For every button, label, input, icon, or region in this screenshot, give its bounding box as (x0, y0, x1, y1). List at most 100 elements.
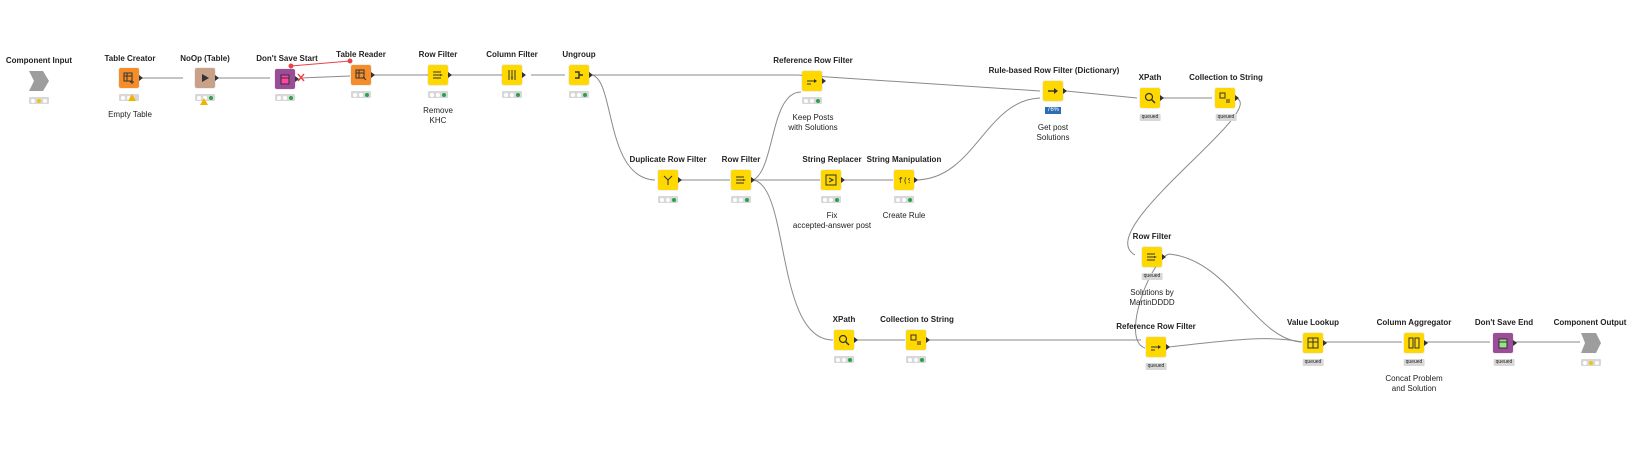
row-filter-icon[interactable] (731, 170, 751, 190)
ungroup-icon (575, 71, 583, 79)
output-port[interactable] (1424, 340, 1428, 346)
xpath-icon[interactable] (834, 330, 854, 350)
node-title: Reference Row Filter (1116, 322, 1196, 331)
output-port[interactable] (1235, 95, 1239, 101)
output-port[interactable] (448, 72, 452, 78)
output-port[interactable] (1160, 95, 1164, 101)
node-title: NoOp (Table) (180, 54, 230, 63)
node-status (894, 196, 914, 203)
magnifier-icon (1144, 92, 1156, 104)
output-port[interactable] (215, 75, 219, 81)
duplicate-row-filter-icon[interactable] (658, 170, 678, 190)
output-port[interactable] (841, 177, 845, 183)
output-port[interactable] (1162, 254, 1166, 260)
node-title: Table Creator (104, 54, 156, 63)
column-filter-icon (508, 70, 516, 80)
connection (1168, 253, 1303, 343)
column-filter-icon[interactable] (502, 65, 522, 85)
component-output-icon[interactable] (1581, 333, 1601, 353)
string-manipulation-icon: f($) (898, 176, 910, 185)
output-port[interactable] (589, 72, 593, 78)
string-manipulation-icon[interactable]: f($) (894, 170, 914, 190)
output-port[interactable] (1513, 340, 1517, 346)
connection (592, 74, 1041, 92)
component-input-icon[interactable] (29, 71, 49, 91)
node-title: Column Filter (486, 50, 538, 59)
table-creator-icon[interactable] (119, 68, 139, 88)
reference-row-filter-icon[interactable] (802, 71, 822, 91)
node-title: XPath (832, 315, 856, 324)
node-status (821, 196, 841, 203)
node-title: Value Lookup (1286, 318, 1340, 327)
node-title: Row Filter (721, 155, 761, 164)
reference-row-filter-icon[interactable] (1146, 337, 1166, 357)
output-port[interactable] (139, 75, 143, 81)
node-annotation: Get post Solutions (1036, 123, 1070, 142)
output-port[interactable] (1166, 344, 1170, 350)
connection (591, 74, 656, 181)
node-title: Rule-based Row Filter (Dictionary) (988, 66, 1120, 75)
node-title: Don't Save Start (256, 54, 318, 63)
node-title: Table Reader (336, 50, 386, 59)
status-badge: queued (1302, 359, 1324, 366)
output-port[interactable] (751, 177, 755, 183)
table-reader-icon[interactable] (351, 65, 371, 85)
node-title: Collection to String (880, 315, 954, 324)
warning-icon (128, 94, 136, 101)
value-lookup-icon[interactable] (1303, 333, 1323, 353)
row-filter-icon (1147, 253, 1157, 261)
row-filter-icon[interactable] (428, 65, 448, 85)
column-aggregator-icon (1408, 337, 1420, 349)
rule-based-row-filter-icon[interactable] (1043, 81, 1063, 101)
connection (1127, 97, 1241, 256)
connection (752, 179, 834, 341)
collection-to-string-icon[interactable] (906, 330, 926, 350)
node-title: XPath (1138, 73, 1162, 82)
node-status (731, 196, 751, 203)
dont-save-start-icon[interactable] (275, 69, 295, 89)
dont-save-end-icon[interactable] (1493, 333, 1513, 353)
output-port[interactable] (1323, 340, 1327, 346)
connection (1168, 338, 1303, 348)
node-status (906, 356, 926, 363)
output-port[interactable] (1063, 88, 1067, 94)
collection-to-string-icon[interactable] (1215, 88, 1235, 108)
output-port[interactable] (371, 72, 375, 78)
node-title: Component Output (1553, 318, 1627, 327)
flow-variable-port (288, 63, 294, 69)
output-port[interactable] (926, 337, 930, 343)
xpath-icon[interactable] (1140, 88, 1160, 108)
node-title: Don't Save End (1474, 318, 1534, 327)
node-status (351, 91, 371, 98)
output-port[interactable] (295, 76, 299, 82)
status-badge: queued (1215, 114, 1237, 121)
output-port[interactable] (522, 72, 526, 78)
connection (1065, 90, 1138, 99)
noop-icon[interactable] (195, 68, 215, 88)
column-aggregator-icon[interactable] (1404, 333, 1424, 353)
row-filter-icon (736, 176, 746, 184)
output-port[interactable] (914, 177, 918, 183)
output-port[interactable] (854, 337, 858, 343)
string-replacer-icon[interactable] (821, 170, 841, 190)
node-status (569, 91, 589, 98)
status-badge: queued (1145, 363, 1167, 370)
connection (299, 75, 351, 79)
node-title: Reference Row Filter (773, 56, 853, 65)
node-annotation: Empty Table (108, 110, 152, 119)
node-title: Ungroup (562, 50, 596, 59)
flow-variable-port (347, 58, 353, 64)
status-badge: queued (1493, 359, 1515, 366)
connection (752, 91, 802, 181)
value-lookup-icon (1307, 337, 1319, 349)
output-port[interactable] (678, 177, 682, 183)
ungroup-icon[interactable] (569, 65, 589, 85)
row-filter-icon[interactable] (1142, 247, 1162, 267)
table-reader-icon (355, 69, 367, 81)
node-status (802, 97, 822, 104)
magnifier-icon (838, 334, 850, 346)
collection-to-string-icon (1219, 92, 1230, 103)
output-port[interactable] (822, 78, 826, 84)
